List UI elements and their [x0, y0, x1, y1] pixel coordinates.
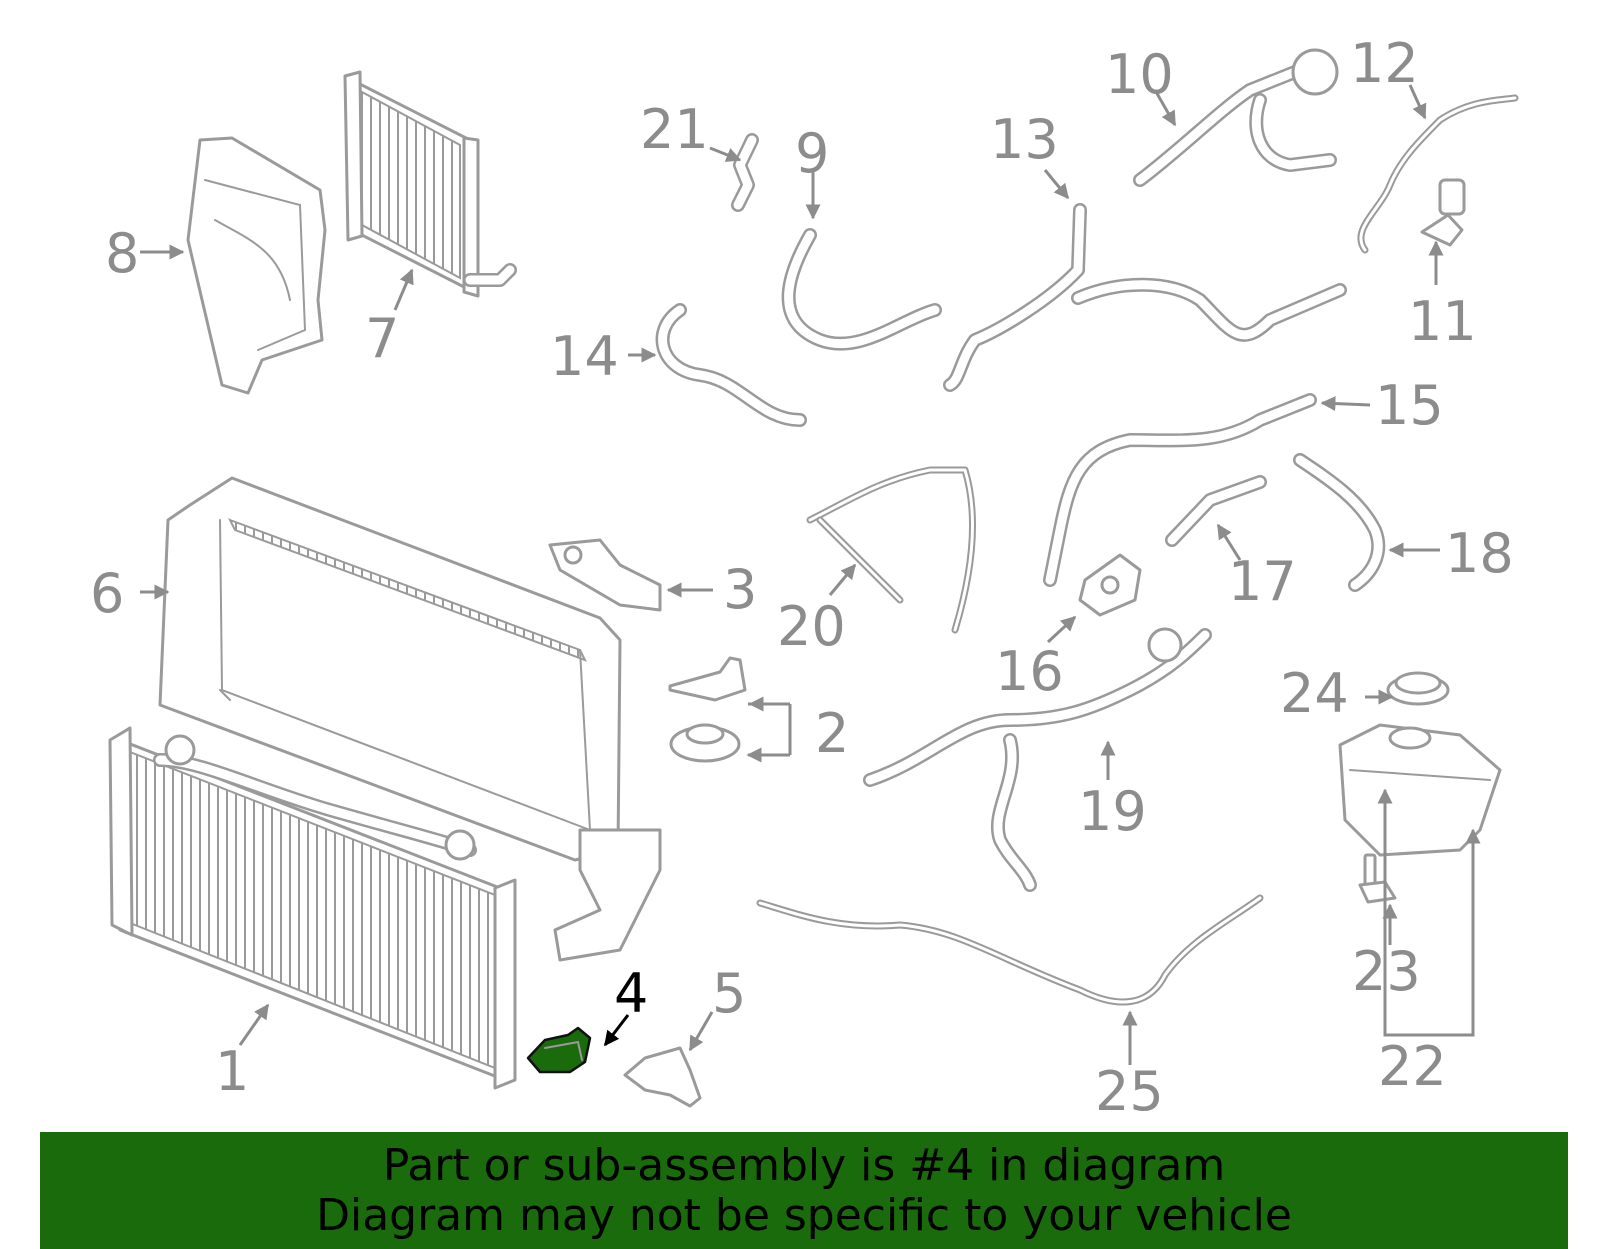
part-5-bracket — [623, 1046, 702, 1108]
part-23-sensor — [1358, 853, 1397, 904]
callout-22: 22 — [1378, 1035, 1447, 1098]
part-20-wire-harness — [806, 466, 976, 634]
part-17-sensor — [1165, 475, 1267, 547]
part-15-hose — [1043, 393, 1317, 587]
callout-5: 5 — [712, 962, 746, 1025]
part-19-hose-assembly — [863, 627, 1212, 892]
callout-9: 9 — [795, 122, 829, 185]
parts-diagram: 1 2 3 4 5 6 7 8 9 10 11 12 13 14 15 16 1… — [90, 32, 1519, 1123]
callout-6: 6 — [90, 562, 124, 625]
part-24-reservoir-cap — [1386, 671, 1450, 706]
part-21-hose — [731, 133, 759, 212]
part-9-hose — [781, 228, 942, 351]
callout-16: 16 — [995, 640, 1064, 703]
callout-1: 1 — [215, 1040, 249, 1103]
part-12-wire-harness — [1357, 94, 1519, 254]
banner-line-part-number: Part or sub-assembly is #4 in diagram — [382, 1139, 1226, 1191]
callout-15: 15 — [1375, 374, 1444, 437]
callout-20: 20 — [777, 595, 846, 658]
callout-labels: 1 2 3 4 5 6 7 8 9 10 11 12 13 14 15 16 1… — [90, 32, 1514, 1123]
banner-line-disclaimer: Diagram may not be specific to your vehi… — [316, 1189, 1292, 1241]
callout-11: 11 — [1408, 290, 1477, 353]
callout-21: 21 — [640, 98, 709, 161]
part-11-sensor — [1420, 178, 1466, 247]
callout-8: 8 — [105, 222, 139, 285]
callout-18: 18 — [1445, 522, 1514, 585]
callout-17: 17 — [1228, 550, 1297, 613]
part-18-hose — [1293, 453, 1386, 592]
part-13-hose — [943, 203, 1347, 392]
part-1-radiator — [108, 726, 517, 1090]
callout-19: 19 — [1078, 780, 1147, 843]
part-14-hose — [655, 303, 807, 427]
callout-10: 10 — [1105, 43, 1174, 106]
callout-12: 12 — [1350, 32, 1419, 95]
part-2-mount — [668, 656, 747, 763]
part-22-coolant-reservoir — [1338, 723, 1502, 857]
part-8-air-guide — [186, 136, 327, 395]
callout-13: 13 — [990, 108, 1059, 171]
part-7-auxiliary-radiator — [343, 70, 517, 298]
callout-2: 2 — [815, 702, 849, 765]
leader-lines — [140, 84, 1481, 1065]
callout-4: 4 — [614, 962, 648, 1025]
callout-14: 14 — [550, 325, 619, 388]
part-4-air-deflector-bracket — [526, 1026, 592, 1074]
callout-23: 23 — [1352, 940, 1421, 1003]
info-banner: Part or sub-assembly is #4 in diagram Di… — [40, 1132, 1568, 1249]
part-6-radiator-support — [158, 476, 662, 962]
callout-3: 3 — [723, 558, 757, 621]
callout-25: 25 — [1095, 1060, 1164, 1123]
part-3-bracket — [548, 538, 662, 612]
callout-7: 7 — [365, 307, 399, 370]
part-10-hose-assembly — [1133, 48, 1339, 187]
part-25-hose — [756, 894, 1264, 1006]
callout-24: 24 — [1280, 662, 1349, 725]
part-16-valve — [1078, 553, 1142, 617]
